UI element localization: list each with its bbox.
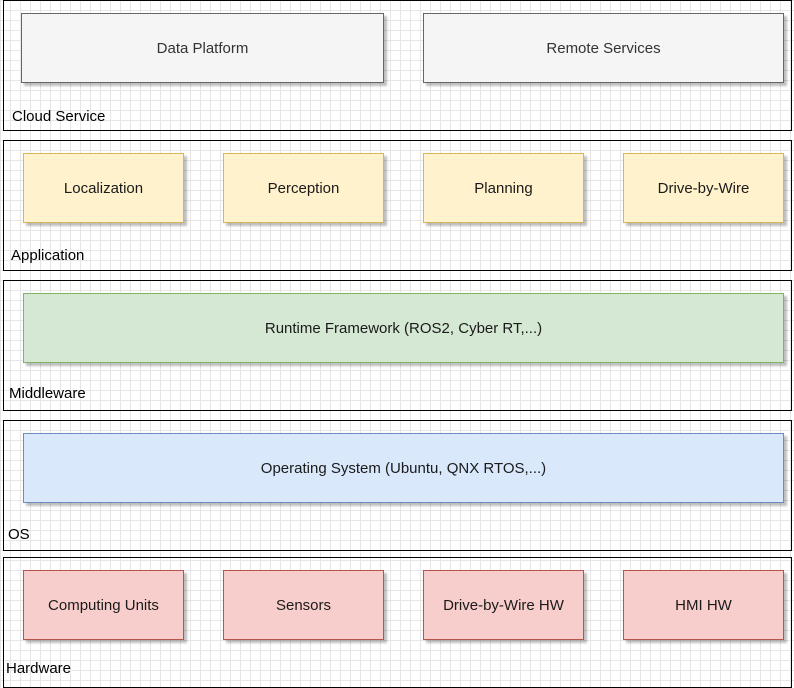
layer-label-application: Application [11,247,85,264]
layer-cloud-service: Data Platform Remote Services Cloud Serv… [3,0,792,131]
layer-hardware: Computing Units Sensors Drive-by-Wire HW… [3,557,792,688]
layer-os: Operating System (Ubuntu, QNX RTOS,...) … [3,420,792,551]
box-localization[interactable]: Localization [23,153,184,223]
box-remote-services[interactable]: Remote Services [423,13,784,83]
box-drive-by-wire-hw[interactable]: Drive-by-Wire HW [423,570,584,640]
box-hmi-hw[interactable]: HMI HW [623,570,784,640]
box-planning[interactable]: Planning [423,153,584,223]
layer-middleware: Runtime Framework (ROS2, Cyber RT,...) M… [3,280,792,411]
layer-application: Localization Perception Planning Drive-b… [3,140,792,271]
box-sensors[interactable]: Sensors [223,570,384,640]
box-perception[interactable]: Perception [223,153,384,223]
layer-label-cloud-service: Cloud Service [12,108,106,125]
box-drive-by-wire[interactable]: Drive-by-Wire [623,153,784,223]
box-computing-units[interactable]: Computing Units [23,570,184,640]
box-data-platform[interactable]: Data Platform [21,13,384,83]
layer-label-os: OS [8,526,30,543]
layer-label-middleware: Middleware [9,385,86,402]
box-runtime-framework[interactable]: Runtime Framework (ROS2, Cyber RT,...) [23,293,784,363]
layer-label-hardware: Hardware [6,660,72,677]
box-operating-system[interactable]: Operating System (Ubuntu, QNX RTOS,...) [23,433,784,503]
